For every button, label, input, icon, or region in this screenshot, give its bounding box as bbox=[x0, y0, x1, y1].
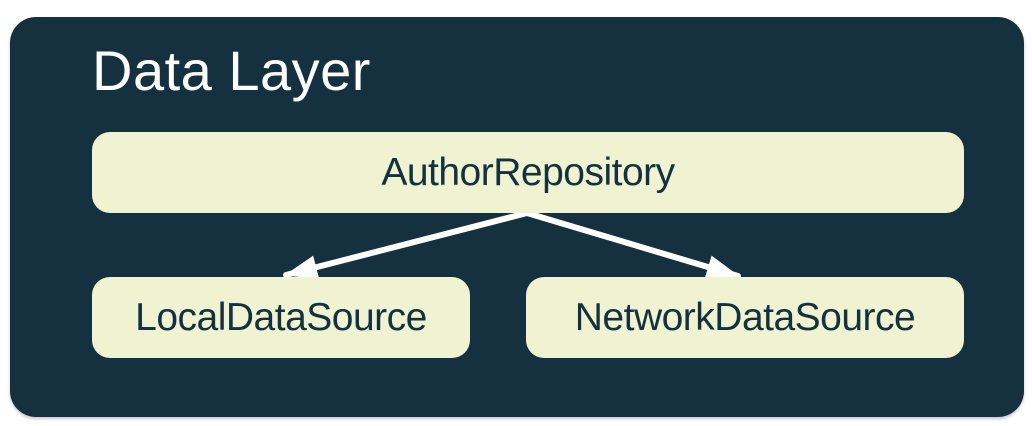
node-network-data-source-label: NetworkDataSource bbox=[574, 295, 916, 339]
node-local-data-source-label: LocalDataSource bbox=[135, 295, 427, 339]
node-local-data-source: LocalDataSource bbox=[92, 277, 470, 358]
diagram-title: Data Layer bbox=[92, 39, 371, 102]
node-network-data-source: NetworkDataSource bbox=[526, 277, 964, 358]
node-author-repository-label: AuthorRepository bbox=[381, 150, 675, 194]
node-author-repository: AuthorRepository bbox=[92, 132, 964, 213]
